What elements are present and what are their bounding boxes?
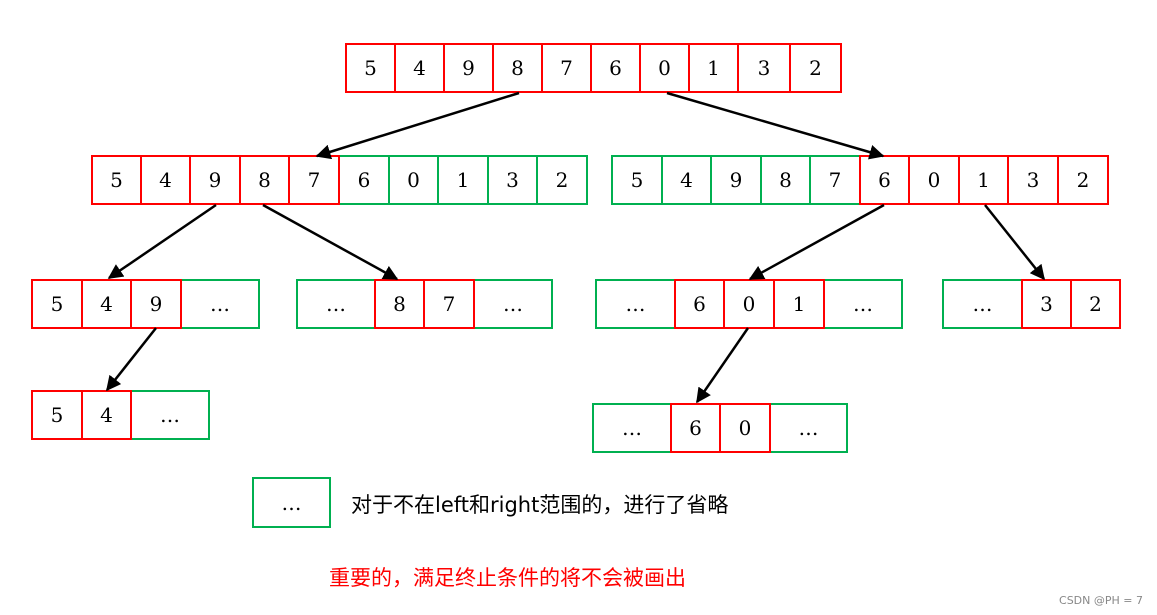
- array-cell: 1: [437, 155, 489, 205]
- arrow: [748, 203, 885, 281]
- array-cell: 2: [1070, 279, 1121, 329]
- array-cell: 5: [91, 155, 142, 205]
- array-cell: 7: [809, 155, 861, 205]
- array-cell: 3: [737, 43, 791, 93]
- array-cell: 8: [760, 155, 811, 205]
- array-cell: 2: [536, 155, 588, 205]
- array-cell: 3: [487, 155, 538, 205]
- array-cell: 4: [394, 43, 445, 93]
- array-cell: 1: [773, 279, 825, 329]
- array-cell: 4: [81, 279, 132, 329]
- termination-note: 重要的，满足终止条件的将不会被画出: [329, 566, 686, 590]
- array-cell: 9: [189, 155, 241, 205]
- array-cell: 3: [1021, 279, 1072, 329]
- array-cell: 6: [859, 155, 910, 205]
- legend-swatch: …: [252, 477, 331, 528]
- array-cell: 2: [789, 43, 842, 93]
- array-cell: 0: [908, 155, 960, 205]
- omitted-cell: …: [592, 403, 672, 453]
- arrow: [695, 327, 750, 404]
- omitted-cell: …: [595, 279, 676, 329]
- array-cell: 2: [1057, 155, 1109, 205]
- array-cell: 0: [719, 403, 771, 453]
- array-cell: 3: [1007, 155, 1059, 205]
- array-cell: 8: [239, 155, 290, 205]
- array-cell: 9: [710, 155, 762, 205]
- arrow: [106, 327, 157, 392]
- array-cell: 7: [541, 43, 592, 93]
- array-cell: 4: [140, 155, 191, 205]
- arrow: [107, 203, 217, 280]
- arrow: [984, 204, 1045, 281]
- array-cell: 5: [31, 390, 83, 440]
- array-cell: 0: [639, 43, 690, 93]
- arrow: [262, 203, 399, 281]
- omitted-cell: …: [296, 279, 376, 329]
- array-cell: 4: [81, 390, 132, 440]
- array-cell: 7: [288, 155, 340, 205]
- legend-text: 对于不在left和right范围的，进行了省略: [351, 493, 729, 517]
- arrow: [315, 91, 520, 160]
- array-cell: 0: [388, 155, 439, 205]
- array-cell: 5: [345, 43, 396, 93]
- omitted-cell: …: [473, 279, 553, 329]
- array-cell: 5: [31, 279, 83, 329]
- watermark: CSDN @PH = 7: [1059, 594, 1143, 607]
- arrow: [666, 91, 885, 160]
- array-cell: 9: [443, 43, 494, 93]
- omitted-cell: …: [769, 403, 848, 453]
- omitted-cell: …: [130, 390, 210, 440]
- omitted-cell: …: [942, 279, 1023, 329]
- array-cell: 6: [670, 403, 721, 453]
- array-cell: 7: [423, 279, 475, 329]
- array-cell: 1: [688, 43, 739, 93]
